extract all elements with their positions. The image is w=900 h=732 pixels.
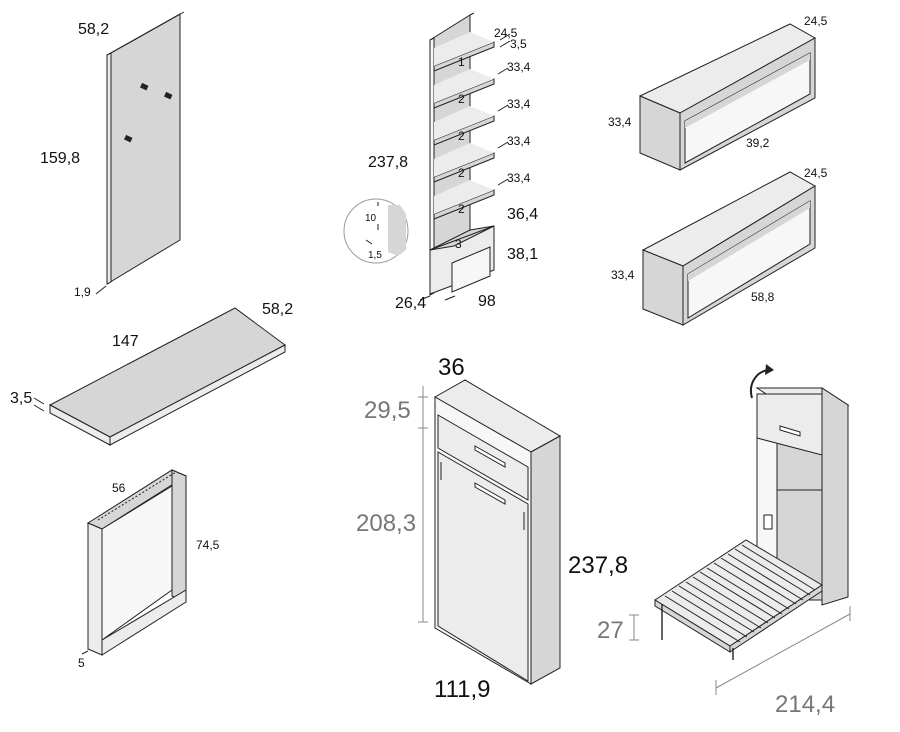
bed-top-section-label: 29,5 — [364, 397, 411, 424]
shelf — [433, 69, 495, 109]
shelf-bottom-module-label: 38,1 — [507, 246, 538, 263]
detail-bottom-label: 1,5 — [368, 250, 382, 261]
rotate-arrow-icon — [750, 364, 774, 399]
shelf-number: 2 — [458, 129, 465, 143]
wall-box-small — [638, 23, 817, 171]
leg-thickness-label: 5 — [78, 656, 85, 670]
bed-drawer-handle — [474, 445, 506, 468]
shelf — [433, 32, 495, 72]
shelf-bottom-module — [429, 225, 495, 295]
panel-hook — [124, 134, 133, 143]
shelf-gap-label: 3,5 — [510, 37, 527, 51]
wall-bed-closed — [418, 379, 562, 685]
bed-height-label: 237,8 — [568, 552, 628, 579]
desk-leg-frame — [81, 469, 188, 656]
box-small-height-label: 33,4 — [608, 115, 632, 129]
panel-height-label: 159,8 — [40, 150, 80, 167]
bed-width-label: 111,9 — [434, 676, 491, 703]
box-large-width-label: 58,8 — [751, 290, 775, 304]
detail-top-label: 10 — [365, 213, 377, 224]
bed-door-handle — [474, 482, 506, 505]
panel-hook — [164, 91, 173, 100]
shelf-number: 1 — [458, 55, 465, 69]
shelf — [433, 143, 495, 183]
leg-height-label: 74,5 — [196, 538, 220, 552]
desk-depth-label: 58,2 — [262, 301, 293, 318]
shelf-unit: 1 2 2 2 2 3 — [419, 12, 511, 301]
open-bed-drawer-handle — [779, 425, 801, 437]
open-bed-leg-height-label: 27 — [597, 617, 624, 644]
leg-depth-label: 56 — [112, 481, 126, 495]
shelf-spacing-label: 33,4 — [507, 171, 531, 185]
shelf-number: 2 — [458, 92, 465, 106]
shelf-height-label: 237,8 — [368, 154, 408, 171]
panel-thickness-label: 1,9 — [74, 285, 91, 299]
wall-box-large — [641, 171, 816, 326]
shelf-spacing-label: 33,4 — [507, 97, 531, 111]
desk-thickness-label: 3,5 — [10, 390, 32, 407]
shelf-detail-circle — [343, 198, 409, 264]
shelf — [433, 106, 495, 146]
box-large-height-label: 33,4 — [611, 268, 635, 282]
box-small-width-label: 39,2 — [746, 136, 770, 150]
shelf-base-depth-label: 26,4 — [395, 295, 426, 312]
bed-depth-label: 36 — [438, 354, 465, 381]
shelf-number: 3 — [455, 237, 462, 251]
open-bed-length-label: 214,4 — [775, 691, 835, 718]
shelf-width-label: 98 — [478, 293, 496, 310]
bed-slats — [664, 544, 816, 643]
box-large-depth-label: 24,5 — [804, 166, 828, 180]
bed-door-section-label: 208,3 — [356, 510, 416, 537]
desk-length-label: 147 — [112, 333, 139, 350]
wall-bed-open — [629, 364, 851, 695]
shelf-depth-label: 24,5 — [494, 26, 518, 40]
shelf-number: 2 — [458, 202, 465, 216]
panel-hook — [140, 82, 149, 91]
shelf-spacing-label: 33,4 — [507, 134, 531, 148]
shelf — [433, 180, 495, 220]
box-small-depth-label: 24,5 — [804, 14, 828, 28]
shelf-last-spacing-label: 36,4 — [507, 206, 538, 223]
shelf-number: 2 — [458, 166, 465, 180]
panel-width-label: 58,2 — [78, 21, 109, 38]
shelf-spacing-label: 33,4 — [507, 60, 531, 74]
desk-top — [33, 307, 286, 446]
wall-panel — [95, 11, 185, 295]
